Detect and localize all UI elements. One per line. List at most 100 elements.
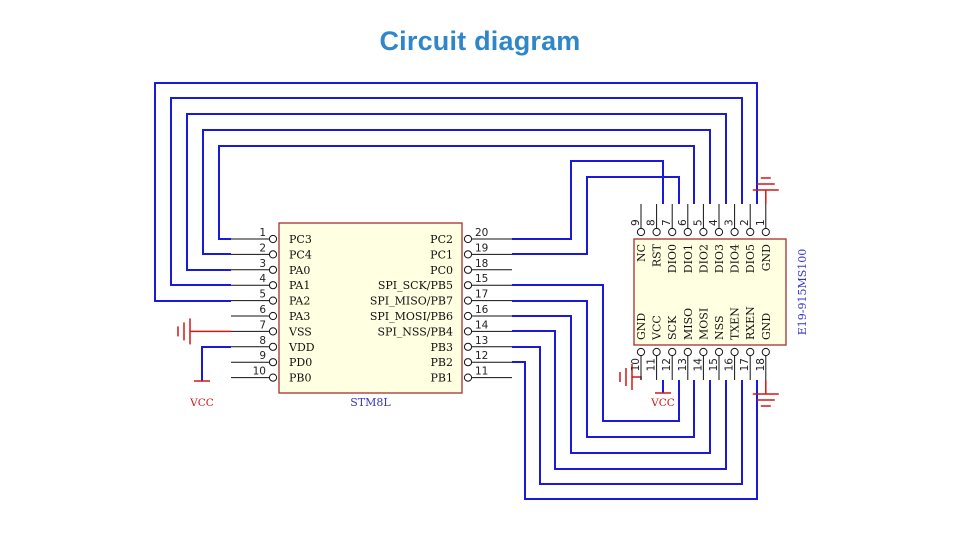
stm8l-pin-label: PC0 (430, 264, 453, 277)
module-pin-9-terminal (636, 227, 646, 237)
module-pin-1-terminal (761, 227, 770, 237)
stm8l-pin-6-terminal (268, 311, 278, 321)
module-pin-label: GND (635, 313, 648, 340)
stm8l-pin-number: 10 (253, 366, 266, 378)
module-pin-5-terminal (699, 227, 708, 237)
module-pin-label: NSS (713, 315, 726, 340)
stm8l-pin-label: PA2 (289, 295, 310, 308)
stm8l-pin-1-terminal (268, 234, 278, 244)
stm8l-pin-label: SPI_MISO/PB7 (370, 295, 453, 308)
module-pin-3-terminal (730, 227, 739, 237)
stm8l-pin-label: PC1 (430, 248, 453, 261)
stm8l-pin-5-terminal (268, 296, 278, 305)
stm8l-pin-number: 16 (475, 304, 489, 316)
stm8l-pin-label: PC2 (430, 233, 453, 246)
wire-5 (154, 82, 758, 302)
module-pin-11-terminal (652, 347, 661, 357)
stm8l-pin-number: 1 (259, 227, 266, 239)
stm8l-pin-number: 20 (475, 227, 488, 239)
module-pin-label: MISO (682, 308, 695, 340)
stm8l-pin-4-terminal (268, 281, 278, 290)
module-pin-label: VCC (651, 315, 664, 341)
page-title: Circuit diagram (379, 26, 581, 56)
module-pin-label: RXEN (744, 306, 757, 340)
stm8l-body (278, 222, 463, 394)
stm8l-pin-number: 2 (259, 242, 266, 254)
stm8l-pin-label: PC4 (289, 248, 312, 261)
vcc-module-label: VCC (650, 397, 675, 409)
module-pin-4-terminal (714, 227, 724, 237)
stm8l-pin-number: 17 (475, 289, 488, 301)
wire-6 (512, 160, 664, 240)
stm8l-pin-16-terminal (463, 311, 473, 321)
stm8l-pin-15-terminal (463, 281, 473, 290)
stm8l-pin-3-terminal (268, 265, 278, 274)
module-pin-number: 3 (724, 219, 736, 226)
module-pin-15-terminal (714, 347, 724, 357)
module-pin-14-terminal (699, 347, 708, 357)
wire-10 (512, 315, 711, 454)
stm8l-pin-label: PB3 (431, 341, 453, 354)
module-pin-label: GND (760, 313, 773, 340)
stm8l-pin-label: SPI_NSS/PB4 (378, 325, 453, 338)
stm8l-pin-label: PD0 (289, 356, 312, 369)
stm8l-pin-number: 9 (259, 350, 266, 362)
stm8l-pin-number: 7 (259, 319, 266, 331)
module-pin-number: 11 (646, 358, 658, 371)
stm8l-pin-13-terminal (463, 342, 473, 351)
stm8l-pin-10-terminal (268, 373, 278, 382)
module-pin-label: DIO5 (744, 244, 757, 273)
stm8l-pin-label: VDD (288, 341, 315, 354)
wire-8 (512, 284, 680, 422)
module-pin-13-terminal (683, 347, 692, 357)
module-pin-number: 7 (661, 219, 673, 226)
stm8l-pin-number: 6 (259, 304, 266, 316)
module-pin-number: 10 (630, 358, 642, 371)
stm8l-pin-label: PB0 (289, 372, 311, 385)
module-pin-number: 9 (630, 219, 642, 226)
module-pin-number: 8 (646, 219, 658, 226)
stm8l-pin-number: 18 (475, 258, 488, 270)
module-pin-number: 14 (692, 358, 704, 372)
module-pin-label: DIO0 (666, 244, 679, 273)
wire-3 (186, 113, 727, 271)
module-pin-number: 1 (755, 219, 767, 226)
stm8l-pin-18-terminal (463, 265, 473, 274)
stm8l-pin-label: SPI_MOSI/PB6 (370, 310, 453, 323)
module-pin-label: DIO2 (697, 244, 710, 273)
wire-11 (512, 330, 727, 470)
module-pin-label: TXEN (729, 307, 742, 340)
module-pin-2-terminal (746, 227, 755, 237)
module-pin-number: 4 (708, 219, 720, 226)
stm8l-pin-label: PC3 (289, 233, 312, 246)
e19-module: E19-915MS1009NC8RST7DIO06DIO15DIO24DIO33… (630, 204, 809, 380)
module-pin-number: 16 (724, 358, 736, 372)
module-pin-number: 18 (755, 358, 767, 371)
stm8l-pin-number: 12 (475, 350, 488, 362)
stm8l-pin-number: 15 (475, 273, 488, 285)
stm8l-pin-12-terminal (463, 358, 473, 367)
module-pin-18-terminal (761, 347, 770, 357)
stm8l-pin-2-terminal (268, 250, 278, 259)
stm8l-pin-label: SPI_SCK/PB5 (378, 279, 453, 292)
wires (154, 82, 758, 500)
stm8l-pin-label: PA0 (289, 264, 310, 277)
stm8l-pin-label: PA1 (289, 279, 310, 292)
stm8l-pin-7-terminal (268, 327, 278, 336)
module-pin-label: SCK (666, 315, 679, 340)
module-pin-7-terminal (668, 227, 677, 237)
stm8l-pin-19-terminal (463, 250, 473, 259)
stm8l-pin-20-terminal (463, 234, 473, 244)
stm8l-pin-label: VSS (288, 325, 312, 338)
module-pin-number: 12 (661, 358, 673, 371)
wire-13 (512, 361, 758, 500)
stm8l-pin-number: 14 (475, 319, 489, 331)
wire-12 (512, 346, 743, 485)
module-pin-10-terminal (636, 347, 646, 357)
wire-4 (170, 97, 743, 286)
module-pin-label: GND (760, 244, 773, 271)
module-pin-number: 6 (677, 219, 689, 226)
stm8l-pin-label: PA3 (289, 310, 310, 323)
module-pin-label: RST (651, 243, 664, 267)
